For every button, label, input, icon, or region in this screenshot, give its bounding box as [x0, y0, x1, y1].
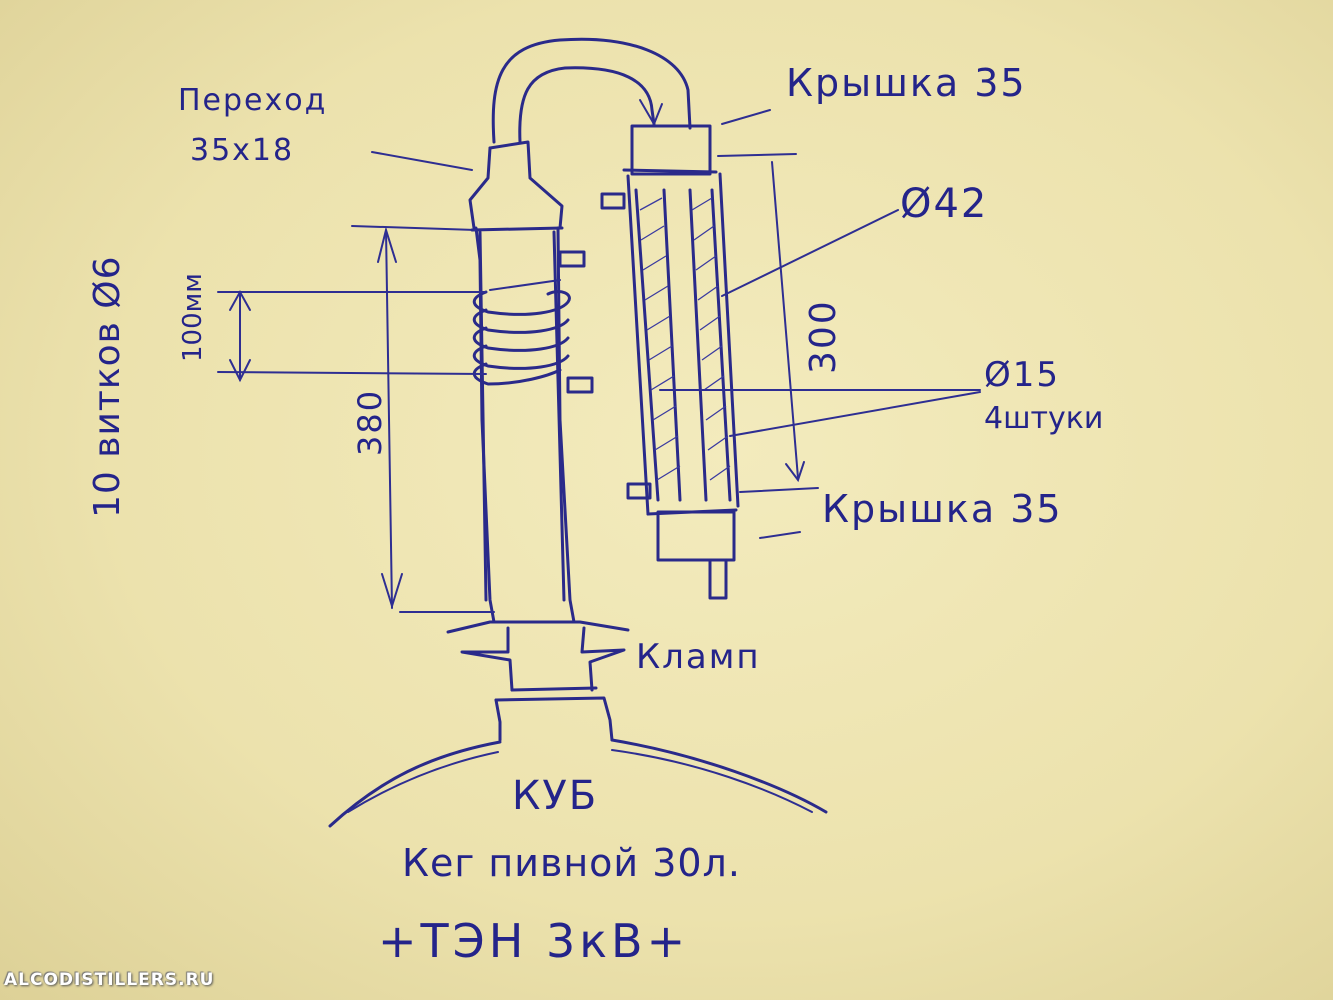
label-coil-turns: 10 витков Ø6	[87, 255, 128, 518]
cooling-coil	[472, 279, 571, 386]
label-heater: +ТЭН 3кВ+	[378, 914, 690, 968]
keg-neck	[328, 696, 828, 828]
label-transition-size: 35х18	[190, 133, 295, 168]
label-length-100mm: 100мм	[178, 273, 208, 362]
dimension-lines	[217, 153, 819, 613]
label-cap-bottom: Крышка 35	[822, 487, 1063, 531]
label-kub: КУБ	[512, 773, 599, 819]
label-length-300: 300	[803, 299, 844, 374]
leader-lines	[371, 109, 981, 539]
label-cap-top: Крышка 35	[786, 61, 1027, 105]
label-diameter-42: Ø42	[900, 181, 989, 227]
label-keg: Кег пивной 30л.	[402, 841, 741, 885]
label-transition: Переход	[178, 83, 328, 118]
label-length-380: 380	[351, 388, 389, 456]
vapor-tube	[491, 37, 692, 144]
clamp-joint	[446, 620, 630, 692]
label-four-pieces: 4штуки	[984, 401, 1104, 436]
watermark: ALCODISTILLERS.RU	[4, 970, 215, 990]
column-pipe	[474, 226, 594, 624]
label-clamp: Кламп	[636, 637, 761, 677]
transition-adapter	[468, 140, 564, 232]
condenser	[600, 124, 740, 600]
label-diameter-15: Ø15	[984, 355, 1061, 395]
